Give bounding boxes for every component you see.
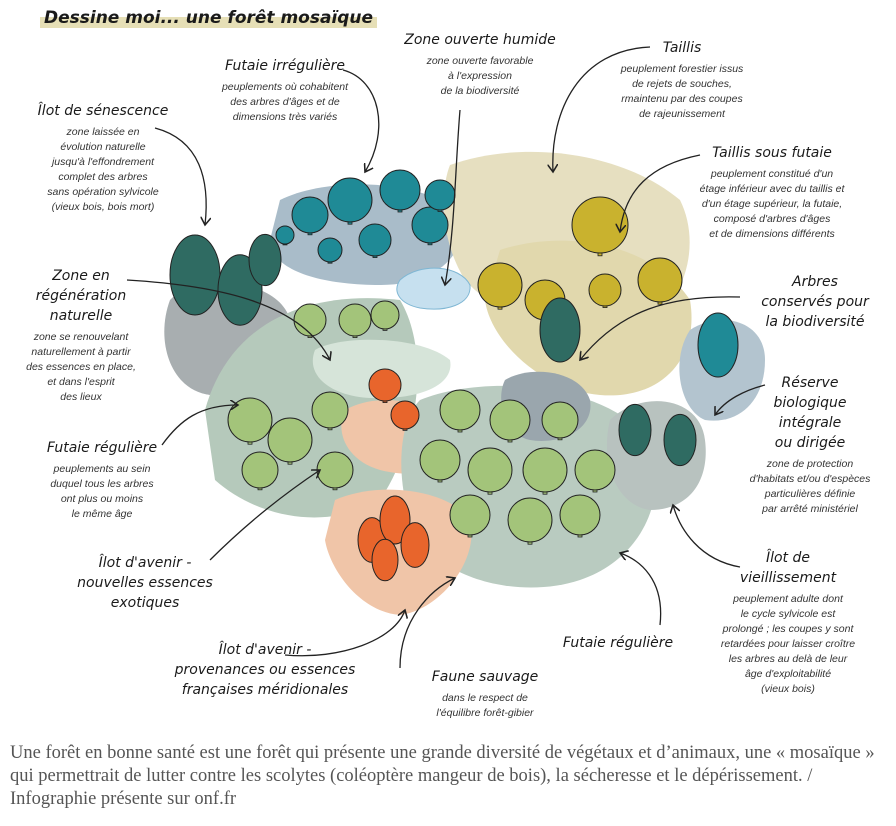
- label-description: peuplement constitué d'un étage inférieu…: [699, 168, 845, 240]
- tree-icon: [411, 206, 449, 246]
- label-description: peuplement adulte dont le cycle sylvicol…: [720, 593, 856, 695]
- label-heading: Faune sauvage: [431, 669, 539, 685]
- label-heading: Futaie régulière: [562, 635, 674, 651]
- arrow-faune: [399, 578, 455, 669]
- tree-icon: [291, 196, 329, 236]
- arrow-ilot-avenir-provenances: [284, 610, 405, 657]
- tree-icon: [379, 169, 421, 213]
- label-heading: Îlot de sénescence: [37, 103, 169, 119]
- tree-icon: [248, 233, 282, 287]
- label-taillis: Taillis peuplement forestier issus de rej…: [621, 38, 744, 122]
- tree-icon: [311, 391, 349, 431]
- tree-icon: [390, 400, 420, 431]
- label-description: peuplement forestier issus de rejets de …: [620, 63, 744, 120]
- label-ilot-avenir-exotiques: Îlot d'avenir - nouvelles essences exoti…: [77, 553, 213, 613]
- tree-icon: [338, 303, 372, 339]
- arrow-reserve: [715, 384, 766, 415]
- water-pool: [396, 267, 471, 310]
- tree-icon: [317, 237, 343, 264]
- tree-icon: [169, 234, 221, 316]
- tree-icon: [379, 495, 411, 545]
- image-caption: Une forêt en bonne santé est une forêt q…: [10, 743, 875, 809]
- tree-icon: [370, 300, 400, 331]
- tree-icon: [697, 312, 739, 378]
- label-futaie-reguliere-left: Futaie régulière peuplements au sein duqu…: [47, 438, 157, 522]
- tree-icon: [539, 297, 581, 363]
- arrows: [126, 46, 766, 669]
- tree-icon: [449, 494, 491, 538]
- tree-icon: [371, 538, 399, 582]
- tree-icon: [507, 497, 553, 545]
- label-arbres-conserves: Arbres conservés pour la biodiversité: [761, 272, 869, 332]
- tree-icon: [241, 451, 279, 491]
- zone-blobs: [164, 151, 765, 615]
- tree-icon: [419, 439, 461, 483]
- tree-icon: [574, 449, 616, 493]
- tree-icon: [477, 262, 523, 310]
- label-heading: Taillis: [662, 40, 702, 56]
- tree-icon: [637, 257, 683, 305]
- tree-icon: [267, 417, 313, 465]
- arrow-vieillissement: [673, 505, 741, 568]
- infographic-title: Dessine moi... une forêt mosaïque: [40, 8, 378, 28]
- label-description: peuplements où cohabitent des arbres d'â…: [221, 81, 349, 123]
- arrow-conserves: [580, 296, 741, 360]
- tree-icon: [618, 403, 652, 457]
- blob-ilot-avenir-sud: [325, 489, 472, 615]
- trees: [169, 169, 739, 582]
- tree-icon: [559, 494, 601, 538]
- arrow-futaie-reguliere-left: [161, 405, 238, 446]
- arrow-futaie-irreguliere: [342, 69, 380, 172]
- arrow-taillis: [553, 46, 651, 172]
- label-heading: Futaie irrégulière: [225, 58, 345, 74]
- label-taillis-sous-futaie: Taillis sous futaie peuplement constitué …: [700, 143, 845, 242]
- label-description: zone se renouvelant naturellement à part…: [26, 331, 136, 403]
- tree-icon: [275, 225, 295, 246]
- label-heading: Futaie régulière: [46, 440, 158, 456]
- arrow-futaie-reguliere-bottom: [620, 553, 662, 626]
- label-heading: Réserve biologique intégrale ou dirigée: [773, 375, 847, 451]
- arrow-regeneration: [126, 279, 330, 360]
- label-futaie-irreguliere: Futaie irrégulière peuplements où cohabit…: [222, 56, 348, 125]
- arrow-ilot-avenir-exotiques: [209, 470, 320, 561]
- label-heading: Îlot d'avenir - provenances ou essences …: [174, 642, 356, 698]
- forest-mosaic-illustration: [126, 46, 766, 669]
- tree-icon: [368, 368, 402, 404]
- label-heading: Taillis sous futaie: [712, 145, 832, 161]
- tree-icon: [358, 223, 392, 259]
- label-description: zone de protection d'habitats et/ou d'es…: [749, 458, 871, 515]
- label-heading: Zone en régénération naturelle: [35, 268, 127, 324]
- tree-icon: [541, 401, 579, 441]
- tree-icon: [571, 196, 629, 257]
- tree-icon: [522, 447, 568, 495]
- tree-icon: [327, 177, 373, 225]
- tree-icon: [316, 451, 354, 491]
- tree-icon: [489, 399, 531, 443]
- arrow-zone-humide: [445, 109, 461, 285]
- label-description: zone laissée en évolution naturelle jusq…: [47, 126, 159, 213]
- label-heading: Arbres conservés pour la biodiversité: [761, 274, 869, 330]
- label-description: peuplements au sein duquel tous les arbr…: [50, 463, 154, 520]
- tree-icon: [439, 389, 481, 433]
- label-heading: Zone ouverte humide: [404, 32, 556, 48]
- label-zone-regeneration: Zone en régénération naturelle zone se re…: [26, 266, 136, 405]
- label-ilot-vieillissement: Îlot de vieillissement peuplement adulte …: [721, 548, 855, 697]
- tree-icon: [400, 522, 430, 568]
- arrow-taillis-sous-futaie: [620, 154, 701, 232]
- label-faune-sauvage: Faune sauvage dans le respect de l'équili…: [432, 667, 539, 721]
- tree-icon: [588, 273, 622, 309]
- arrow-senescence: [154, 127, 206, 225]
- label-ilot-avenir-provenances: Îlot d'avenir - provenances ou essences …: [175, 640, 356, 700]
- tree-icon: [467, 447, 513, 495]
- label-zone-ouverte-humide: Zone ouverte humide zone ouverte favorabl…: [404, 30, 556, 99]
- label-futaie-reguliere-bottom: Futaie régulière: [563, 633, 673, 653]
- label-heading: Îlot d'avenir - nouvelles essences exoti…: [77, 555, 213, 611]
- label-description: dans le respect de l'équilibre forêt-gib…: [436, 692, 534, 719]
- tree-icon: [663, 413, 697, 467]
- label-description: zone ouverte favorable à l'expression de…: [426, 55, 534, 97]
- label-ilot-senescence: Îlot de sénescence zone laissée en évolut…: [38, 101, 169, 215]
- label-reserve-biologique: Réserve biologique intégrale ou dirigée z…: [750, 373, 871, 517]
- label-heading: Îlot de vieillissement: [739, 550, 837, 586]
